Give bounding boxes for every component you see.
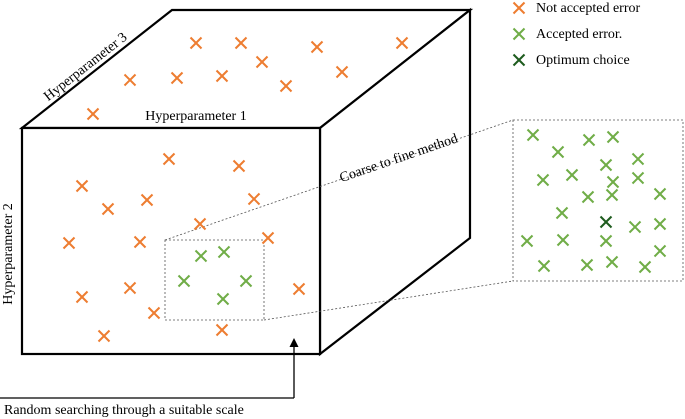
marker-not-accepted (247, 192, 261, 206)
marker-not-accepted (335, 65, 349, 79)
marker-accepted (177, 274, 191, 288)
zoom-region-large (512, 119, 684, 282)
legend-label-not-accepted: Not accepted error (536, 1, 640, 16)
marker-accepted (194, 249, 208, 263)
arrow-up-icon (0, 338, 299, 399)
legend: Not accepted error Accepted error. Optim… (512, 1, 640, 68)
marker-accepted (239, 274, 253, 288)
marker-accepted (653, 187, 667, 201)
marker-not-accepted (395, 36, 409, 50)
marker-accepted (638, 260, 652, 274)
marker-accepted (526, 128, 540, 142)
marker-not-accepted (133, 235, 147, 249)
marker-not-accepted (147, 306, 161, 320)
marker-not-accepted (75, 179, 89, 193)
marker-accepted (605, 188, 619, 202)
zoom-region-small (164, 239, 265, 321)
marker-accepted (606, 175, 620, 189)
marker-accepted (580, 258, 594, 272)
marker-not-accepted (261, 231, 275, 245)
legend-label-optimum: Optimum choice (536, 53, 630, 68)
marker-accepted (536, 173, 550, 187)
zoom-connector-top (164, 119, 514, 241)
legend-marker-optimum-icon (512, 53, 526, 67)
marker-not-accepted (215, 69, 229, 83)
legend-label-accepted: Accepted error. (536, 27, 622, 42)
marker-accepted (581, 190, 595, 204)
legend-marker-not-accepted-icon (512, 1, 526, 15)
marker-not-accepted (255, 55, 269, 69)
zoom-callout (164, 119, 684, 321)
marker-accepted (520, 234, 534, 248)
marker-not-accepted (232, 159, 246, 173)
axis-label-h1: Hyperparameter 1 (145, 109, 246, 124)
marker-not-accepted (234, 36, 248, 50)
marker-not-accepted (97, 329, 111, 343)
marker-not-accepted (215, 323, 229, 337)
marker-accepted (537, 259, 551, 273)
marker-accepted (653, 244, 667, 258)
marker-accepted (631, 152, 645, 166)
marker-accepted (582, 133, 596, 147)
marker-not-accepted (140, 193, 154, 207)
marker-accepted (599, 234, 613, 248)
marker-not-accepted (189, 36, 203, 50)
marker-accepted (555, 206, 569, 220)
marker-not-accepted (123, 73, 137, 87)
legend-marker-accepted-icon (512, 27, 526, 41)
marker-not-accepted (292, 282, 306, 296)
marker-not-accepted (62, 236, 76, 250)
marker-not-accepted (170, 71, 184, 85)
marker-optimum (599, 215, 613, 229)
marker-not-accepted (279, 79, 293, 93)
marker-not-accepted (162, 152, 176, 166)
marker-accepted (628, 220, 642, 234)
marker-accepted (653, 217, 667, 231)
axis-label-h2: Hyperparameter 2 (1, 203, 16, 304)
marker-not-accepted (86, 107, 100, 121)
marker-accepted (551, 145, 565, 159)
legend-markers (512, 1, 526, 67)
marker-accepted (217, 245, 231, 259)
marker-accepted (605, 255, 619, 269)
marker-not-accepted (193, 217, 207, 231)
marker-accepted (216, 292, 230, 306)
marker-accepted (599, 158, 613, 172)
marker-accepted (631, 171, 645, 185)
marker-accepted (606, 130, 620, 144)
marker-not-accepted (123, 281, 137, 295)
marker-not-accepted (310, 40, 324, 54)
annotation-random-search: Random searching through a suitable scal… (4, 403, 244, 418)
marker-accepted (556, 233, 570, 247)
marker-not-accepted (101, 202, 115, 216)
marker-accepted (565, 168, 579, 182)
marker-not-accepted (75, 290, 89, 304)
marker-layer (62, 36, 667, 343)
